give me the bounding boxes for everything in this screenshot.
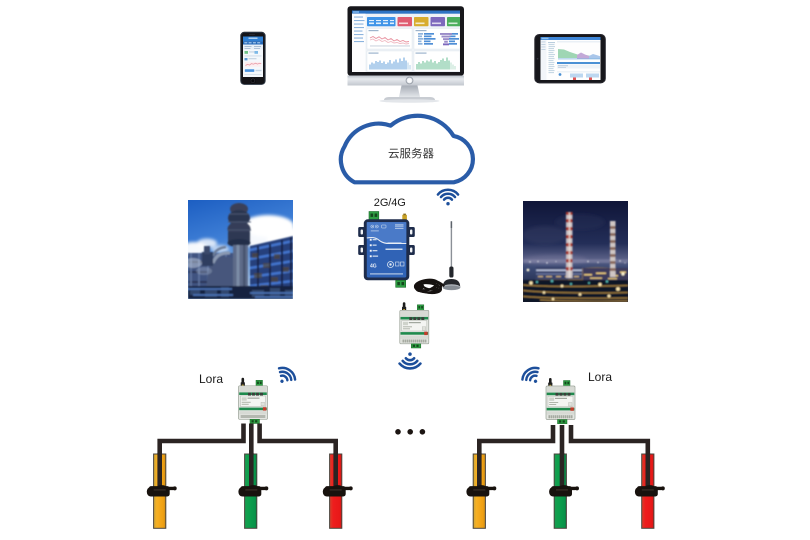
svg-text:2G/4G: 2G/4G (374, 197, 406, 209)
svg-text:Lora: Lora (199, 372, 223, 386)
svg-text:4G: 4G (370, 264, 377, 270)
svg-text:Lora: Lora (588, 370, 612, 384)
